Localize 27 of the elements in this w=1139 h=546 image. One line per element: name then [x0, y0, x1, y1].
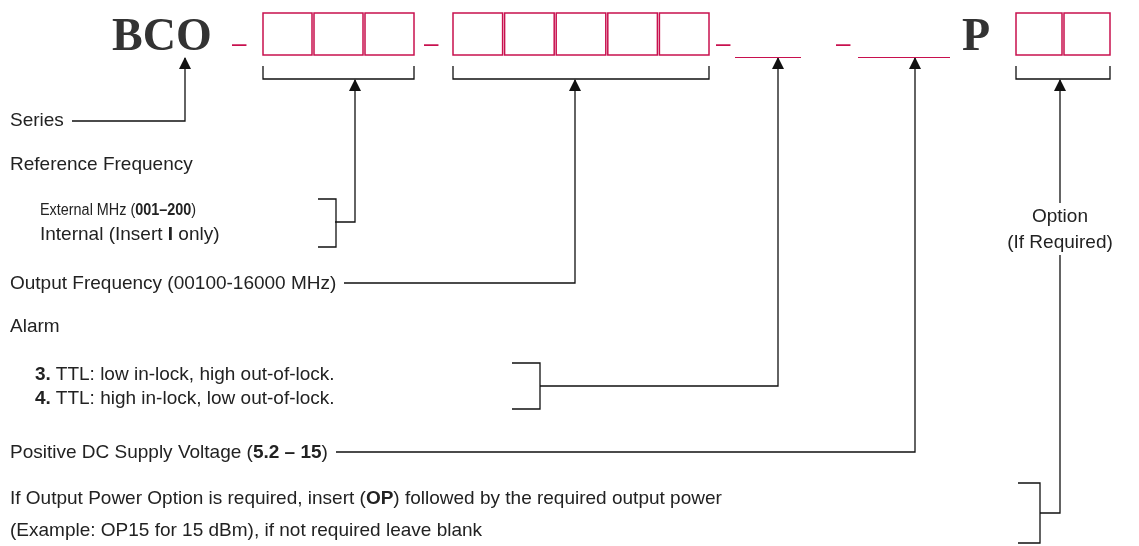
code-entry-field	[452, 12, 710, 80]
separator-dash: –	[716, 30, 731, 56]
arrow	[71, 57, 191, 122]
separator-dash: –	[424, 30, 439, 56]
separator-dash: –	[232, 30, 247, 56]
arrow	[343, 79, 581, 284]
connector-line	[1039, 254, 1061, 514]
code-entry-field	[262, 12, 415, 80]
option-text: Internal (Insert I only)	[40, 222, 220, 246]
field-label: Positive DC Supply Voltage (5.2 – 15)	[10, 440, 328, 464]
field-label: Output Frequency (00100-16000 MHz)	[10, 271, 337, 295]
option-label: Option (If Required)	[1000, 203, 1120, 255]
field-label: Alarm	[10, 314, 60, 338]
option-text: 3. TTL: low in-lock, high out-of-lock.	[35, 362, 335, 386]
code-letters: P	[962, 12, 992, 58]
arrow	[539, 57, 784, 387]
note-text: If Output Power Option is required, insert (OP) followed by the required output power (Example: OP15 for 15 dBm), if not required leave blank	[10, 486, 723, 542]
option-text: 4. TTL: high in-lock, low out-of-lock.	[35, 386, 335, 410]
separator-dash: –	[836, 30, 851, 56]
field-label: Reference Frequency	[10, 152, 193, 176]
arrow	[1054, 79, 1066, 204]
arrow	[335, 57, 921, 453]
code-entry-field	[1015, 12, 1111, 80]
field-label: Series	[10, 108, 64, 132]
arrow	[334, 79, 361, 223]
code-letters: BCO	[112, 12, 208, 58]
option-text: External MHz (001–200)	[40, 200, 197, 220]
